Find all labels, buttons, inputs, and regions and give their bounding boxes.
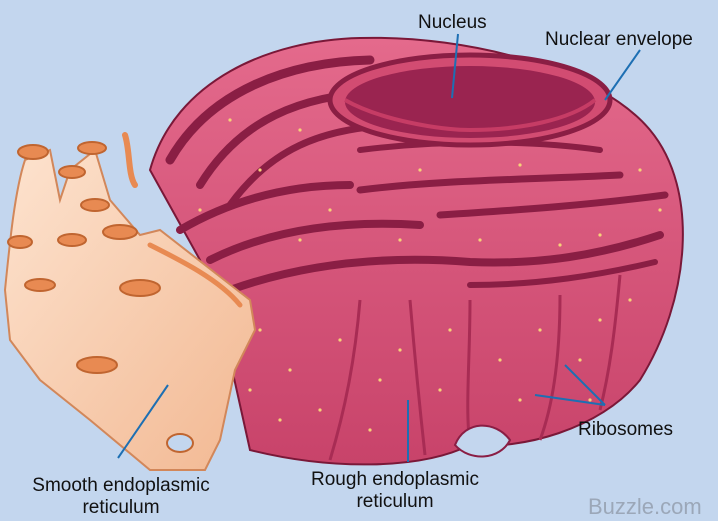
label-rough-er-line2: reticulum [356,491,434,512]
label-smooth-er-line2: reticulum [82,497,160,518]
label-smooth-er-line1: Smooth endoplasmic [32,475,210,496]
leader-lines [117,33,641,462]
label-nuclear-envelope: Nuclear envelope [545,29,693,50]
label-rough-er: Rough endoplasmic reticulum [290,469,500,513]
label-nucleus: Nucleus [418,12,487,33]
label-smooth-er: Smooth endoplasmic reticulum [12,475,230,519]
watermark: Buzzle.com [588,494,702,519]
label-rough-er-line1: Rough endoplasmic [311,469,479,490]
label-ribosomes: Ribosomes [578,419,674,440]
rough-er-body [148,36,684,466]
smooth-er-body [3,132,257,471]
